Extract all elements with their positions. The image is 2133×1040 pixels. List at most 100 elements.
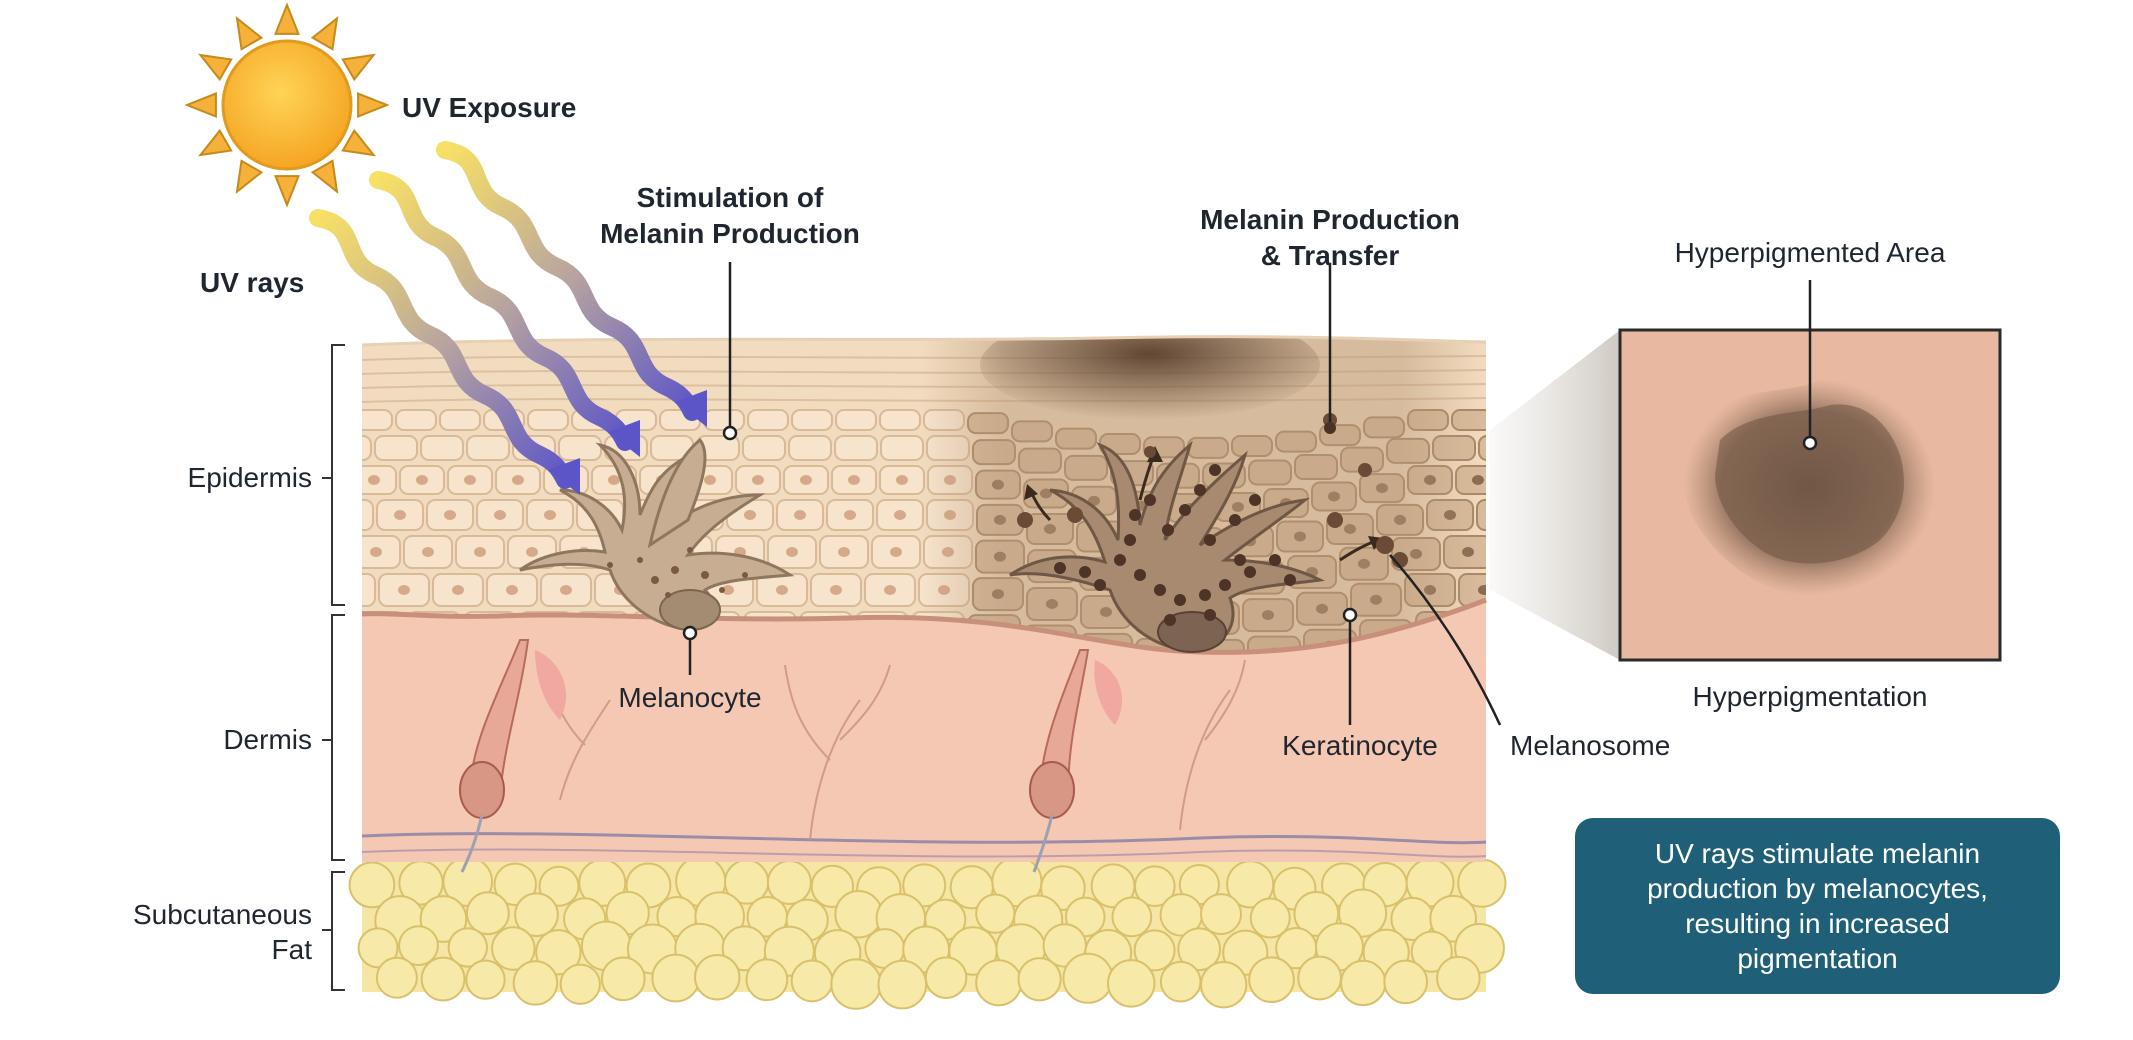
melanosome [1174,594,1186,606]
cell-nucleus [794,510,806,520]
melanocyte-label: Melanocyte [618,682,761,713]
melanosome [1249,494,1261,506]
uv-rays-label: UV rays [200,267,304,298]
fat-cell [1338,888,1388,938]
sun-ray [310,16,339,51]
melanosome [1144,494,1156,506]
cell-nucleus [704,475,716,485]
fat-cell [790,959,834,1003]
cell-nucleus [416,475,428,485]
melanosome-label: Melanosome [1510,730,1670,761]
fat-cell [375,956,418,999]
pigment-dots [1017,413,1408,568]
fat-cell [1340,959,1387,1007]
fat-cell [1111,896,1153,938]
cell [703,409,745,431]
magnifier-cone [1490,330,1620,660]
wavy-arrow-icon [436,141,701,421]
cell-nucleus [1492,623,1504,633]
cell [362,409,393,431]
subcutaneous-label-line1: Subcutaneous [133,899,312,930]
melanosome [1229,514,1241,526]
cell-nucleus [722,585,734,595]
cell [788,435,832,461]
keratinocyte-label: Keratinocyte [1282,730,1438,761]
cell [742,435,786,461]
cell [791,409,833,431]
cell [880,435,924,461]
cell-nucleus [608,475,620,485]
hair-follicle-right [1029,649,1123,873]
fat-cell [493,862,537,906]
fat-cell [745,958,789,1002]
fat-cell [1436,955,1481,1001]
wavy-arrow-icon [309,209,574,489]
blood-vessel-line-2 [361,848,1487,858]
cell-nucleus [844,510,856,520]
fat-cell [975,959,1023,1007]
fat-cell [1200,961,1248,1009]
cell-nucleus [838,547,850,557]
cell-nucleus [526,547,538,557]
cell [747,409,789,431]
fat-cell [465,959,506,1000]
fat-cell [559,963,601,1005]
cell-nucleus [344,510,356,520]
cell [439,409,481,431]
summary-text: UV rays stimulate melanin production by … [1647,838,1988,974]
hyperpigmented-area-label: Hyperpigmented Area [1675,237,1946,268]
melanosome [1054,562,1066,574]
fat-cell [447,927,488,968]
cell-nucleus [368,475,380,485]
wavy-arrow-icon [369,171,634,451]
cell-nucleus [894,510,906,520]
cell [835,409,877,431]
cell [466,435,510,461]
melanosome [1204,534,1216,546]
cell-nucleus [464,475,476,485]
sun-ray [274,2,300,35]
melanosome [1244,566,1256,578]
fat-cell [491,926,536,971]
fat-cell [1297,955,1342,1001]
fat-cell [465,891,510,936]
fat-cell [694,954,741,1001]
cell-nucleus [848,475,860,485]
melanosome [1124,534,1136,546]
cell-nucleus [890,547,902,557]
production-label-line1: Melanin Production [1200,204,1460,235]
sun-ray [184,92,217,118]
cell-nucleus [444,510,456,520]
production-label-line2: & Transfer [1261,240,1400,271]
cell-nucleus [830,585,842,595]
melanosome-granules [1054,464,1296,626]
sun-ray [341,53,376,82]
sun-ray [198,53,233,82]
cell [420,435,464,461]
cell-nucleus [544,510,556,520]
fat-cell [1248,956,1295,1004]
cell [362,435,372,461]
cell-nucleus [512,475,524,485]
melanosome [1204,609,1216,621]
cell-nucleus [560,585,572,595]
fat-cell [348,861,396,909]
melanosome [1199,589,1211,601]
fat-cell [514,892,559,938]
uv-exposure-label: UV Exposure [402,92,576,123]
hair-follicle-left [459,639,566,873]
dermis-label: Dermis [223,724,312,755]
melanosome [1164,614,1176,626]
cell [374,435,418,461]
cell [527,409,569,431]
dermis-layer [362,600,1486,862]
cell-nucleus [884,585,896,595]
melanosome [1094,579,1106,591]
basement-membrane [361,597,1487,655]
melanosome [1284,574,1296,586]
melanosome [1162,524,1174,536]
sun-ray [341,128,376,157]
cell-nucleus [800,475,812,485]
melanosome [1129,509,1141,521]
